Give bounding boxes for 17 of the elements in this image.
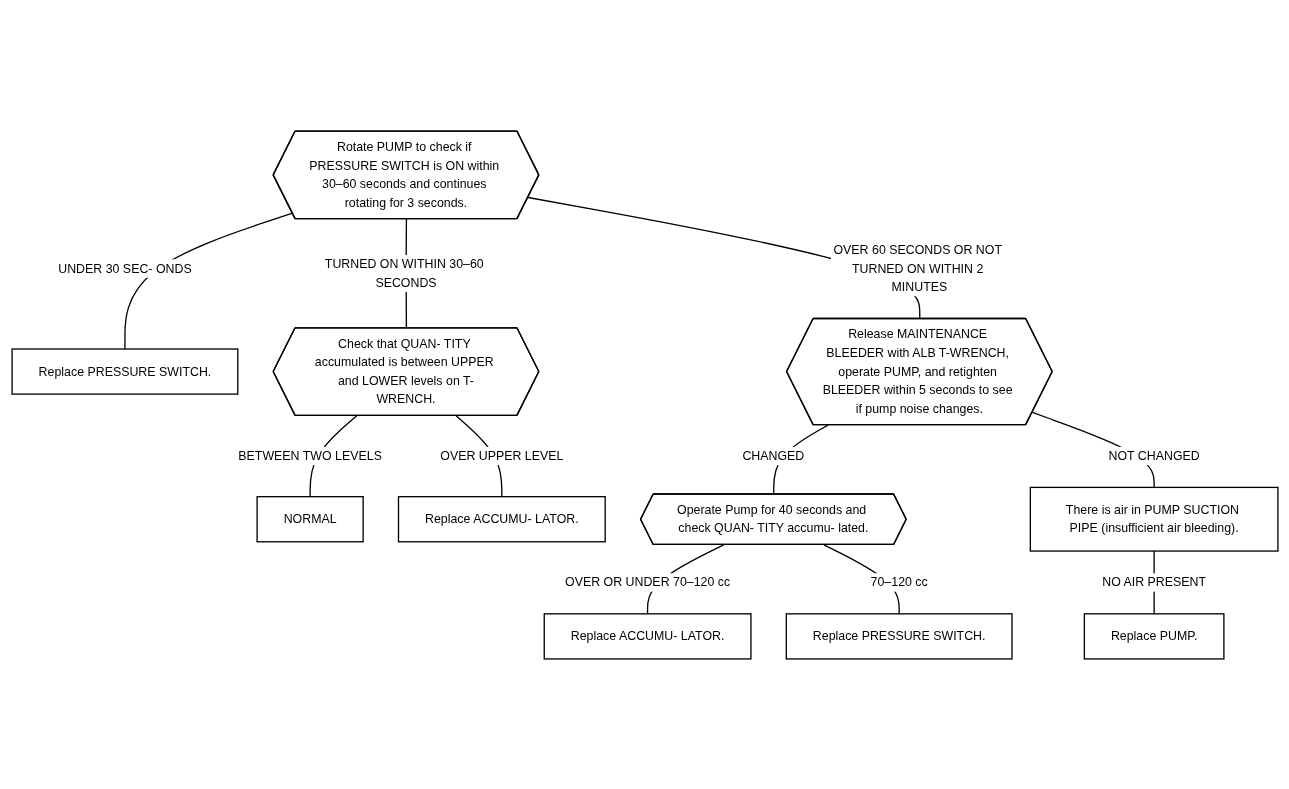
edge-label: TURNED ON WITHIN 30–60 SECONDS	[324, 256, 484, 290]
edge-label: OVER 60 SECONDS OR NOT TURNED ON WITHIN 2 MINUTES	[832, 241, 1002, 294]
node-box: Replace PRESSURE SWITCH.	[785, 612, 1013, 660]
node-box: Replace ACCUMU- LATOR.	[397, 495, 606, 542]
edge-label: CHANGED	[741, 447, 804, 463]
node-box: Replace ACCUMU- LATOR.	[543, 612, 752, 660]
node-box: NORMAL	[255, 495, 364, 542]
node-box: Replace PUMP.	[1083, 612, 1225, 660]
edge-label: NOT CHANGED	[1108, 447, 1200, 463]
edge-label: OVER UPPER LEVEL	[439, 447, 563, 463]
edge-label: OVER OR UNDER 70–120 cc	[564, 574, 730, 589]
node-box: Replace PRESSURE SWITCH.	[10, 347, 238, 395]
node-box: There is air in PUMP SUCTION PIPE (insufficient air bleeding).	[1029, 486, 1279, 552]
edge-label: 70–120 cc	[870, 574, 928, 589]
edge-label: UNDER 30 SEC- ONDS	[57, 260, 192, 275]
edge-label: NO AIR PRESENT	[1101, 574, 1206, 589]
edge-label: BETWEEN TWO LEVELS	[237, 447, 382, 463]
